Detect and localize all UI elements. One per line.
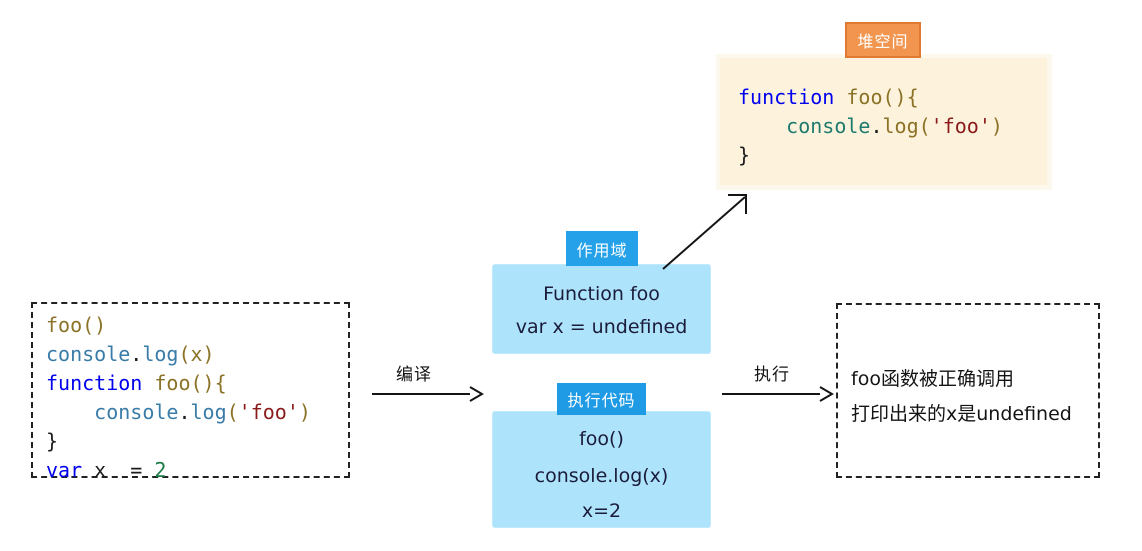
scope-line-function: Function foo — [543, 283, 660, 305]
execution-line-1: foo() — [579, 428, 624, 450]
source-code-token: x = — [82, 458, 155, 482]
scope-tag-label: 作用域 — [576, 240, 628, 260]
scope-to-heap-arrow — [662, 194, 747, 270]
source-code-token: function — [46, 371, 143, 395]
heap-code-token: ) — [990, 114, 1003, 138]
heap-code-token: ( — [918, 114, 931, 138]
heap-code-line-2: console.log('foo') — [738, 112, 1003, 141]
source-code-token: . — [130, 342, 143, 366]
compile-arrow-label: 编译 — [396, 365, 432, 385]
heap-code-text: function foo(){ console.log('foo')} — [738, 83, 1003, 170]
source-code-line-1: foo() — [46, 311, 311, 340]
source-code-token: console — [46, 342, 131, 366]
source-code-token: (x) — [178, 342, 215, 366]
source-code-token: } — [46, 429, 59, 453]
source-code-token: log — [142, 342, 179, 366]
heap-code-token: . — [870, 114, 883, 138]
source-code-token: var — [46, 458, 83, 482]
execution-code-tag-label: 执行代码 — [567, 391, 636, 410]
heap-tag: 堆空间 — [845, 22, 921, 58]
heap-code-token: log — [882, 114, 919, 138]
compile-arrow — [372, 386, 484, 402]
heap-tag-label: 堆空间 — [857, 32, 909, 51]
source-code-token: . — [178, 400, 191, 424]
scope-box — [493, 265, 710, 353]
source-code-token: 2 — [154, 458, 167, 482]
result-line-2: 打印出来的x是undefined — [851, 403, 1072, 425]
source-code-token: ) — [298, 400, 311, 424]
heap-code-token: } — [738, 143, 751, 167]
source-code-line-6: var x = 2 — [46, 456, 311, 485]
execution-line-2: console.log(x) — [534, 465, 669, 487]
source-code-token: ( — [226, 400, 239, 424]
scope-line-variable: var x = undefined — [515, 316, 688, 338]
scope-tag: 作用域 — [566, 231, 638, 266]
source-code-line-3: function foo(){ — [46, 369, 311, 398]
source-code-token: foo(){ — [142, 371, 227, 395]
source-code-token: 'foo' — [238, 400, 299, 424]
result-box — [836, 303, 1100, 478]
execution-code-box — [493, 412, 710, 527]
source-code-token: console — [46, 400, 179, 424]
heap-code-token: foo(){ — [834, 85, 919, 109]
execute-arrow-label: 执行 — [754, 365, 790, 385]
source-code-text: foo()console.log(x)function foo(){ conso… — [46, 311, 311, 485]
source-code-line-5: } — [46, 427, 311, 456]
heap-code-token: console — [738, 114, 871, 138]
result-line-1: foo函数被正确调用 — [851, 368, 1014, 390]
heap-code-token: 'foo' — [930, 114, 991, 138]
execute-arrow — [722, 386, 834, 402]
source-code-token: foo() — [46, 313, 107, 337]
heap-box — [720, 58, 1050, 188]
source-code-line-4: console.log('foo') — [46, 398, 311, 427]
heap-code-line-1: function foo(){ — [738, 83, 1003, 112]
heap-code-token: function — [738, 85, 835, 109]
source-code-box — [31, 302, 350, 478]
heap-code-line-3: } — [738, 141, 1003, 170]
source-code-line-2: console.log(x) — [46, 340, 311, 369]
execution-code-tag: 执行代码 — [557, 383, 646, 415]
source-code-token: log — [190, 400, 227, 424]
execution-line-3: x=2 — [581, 500, 622, 522]
